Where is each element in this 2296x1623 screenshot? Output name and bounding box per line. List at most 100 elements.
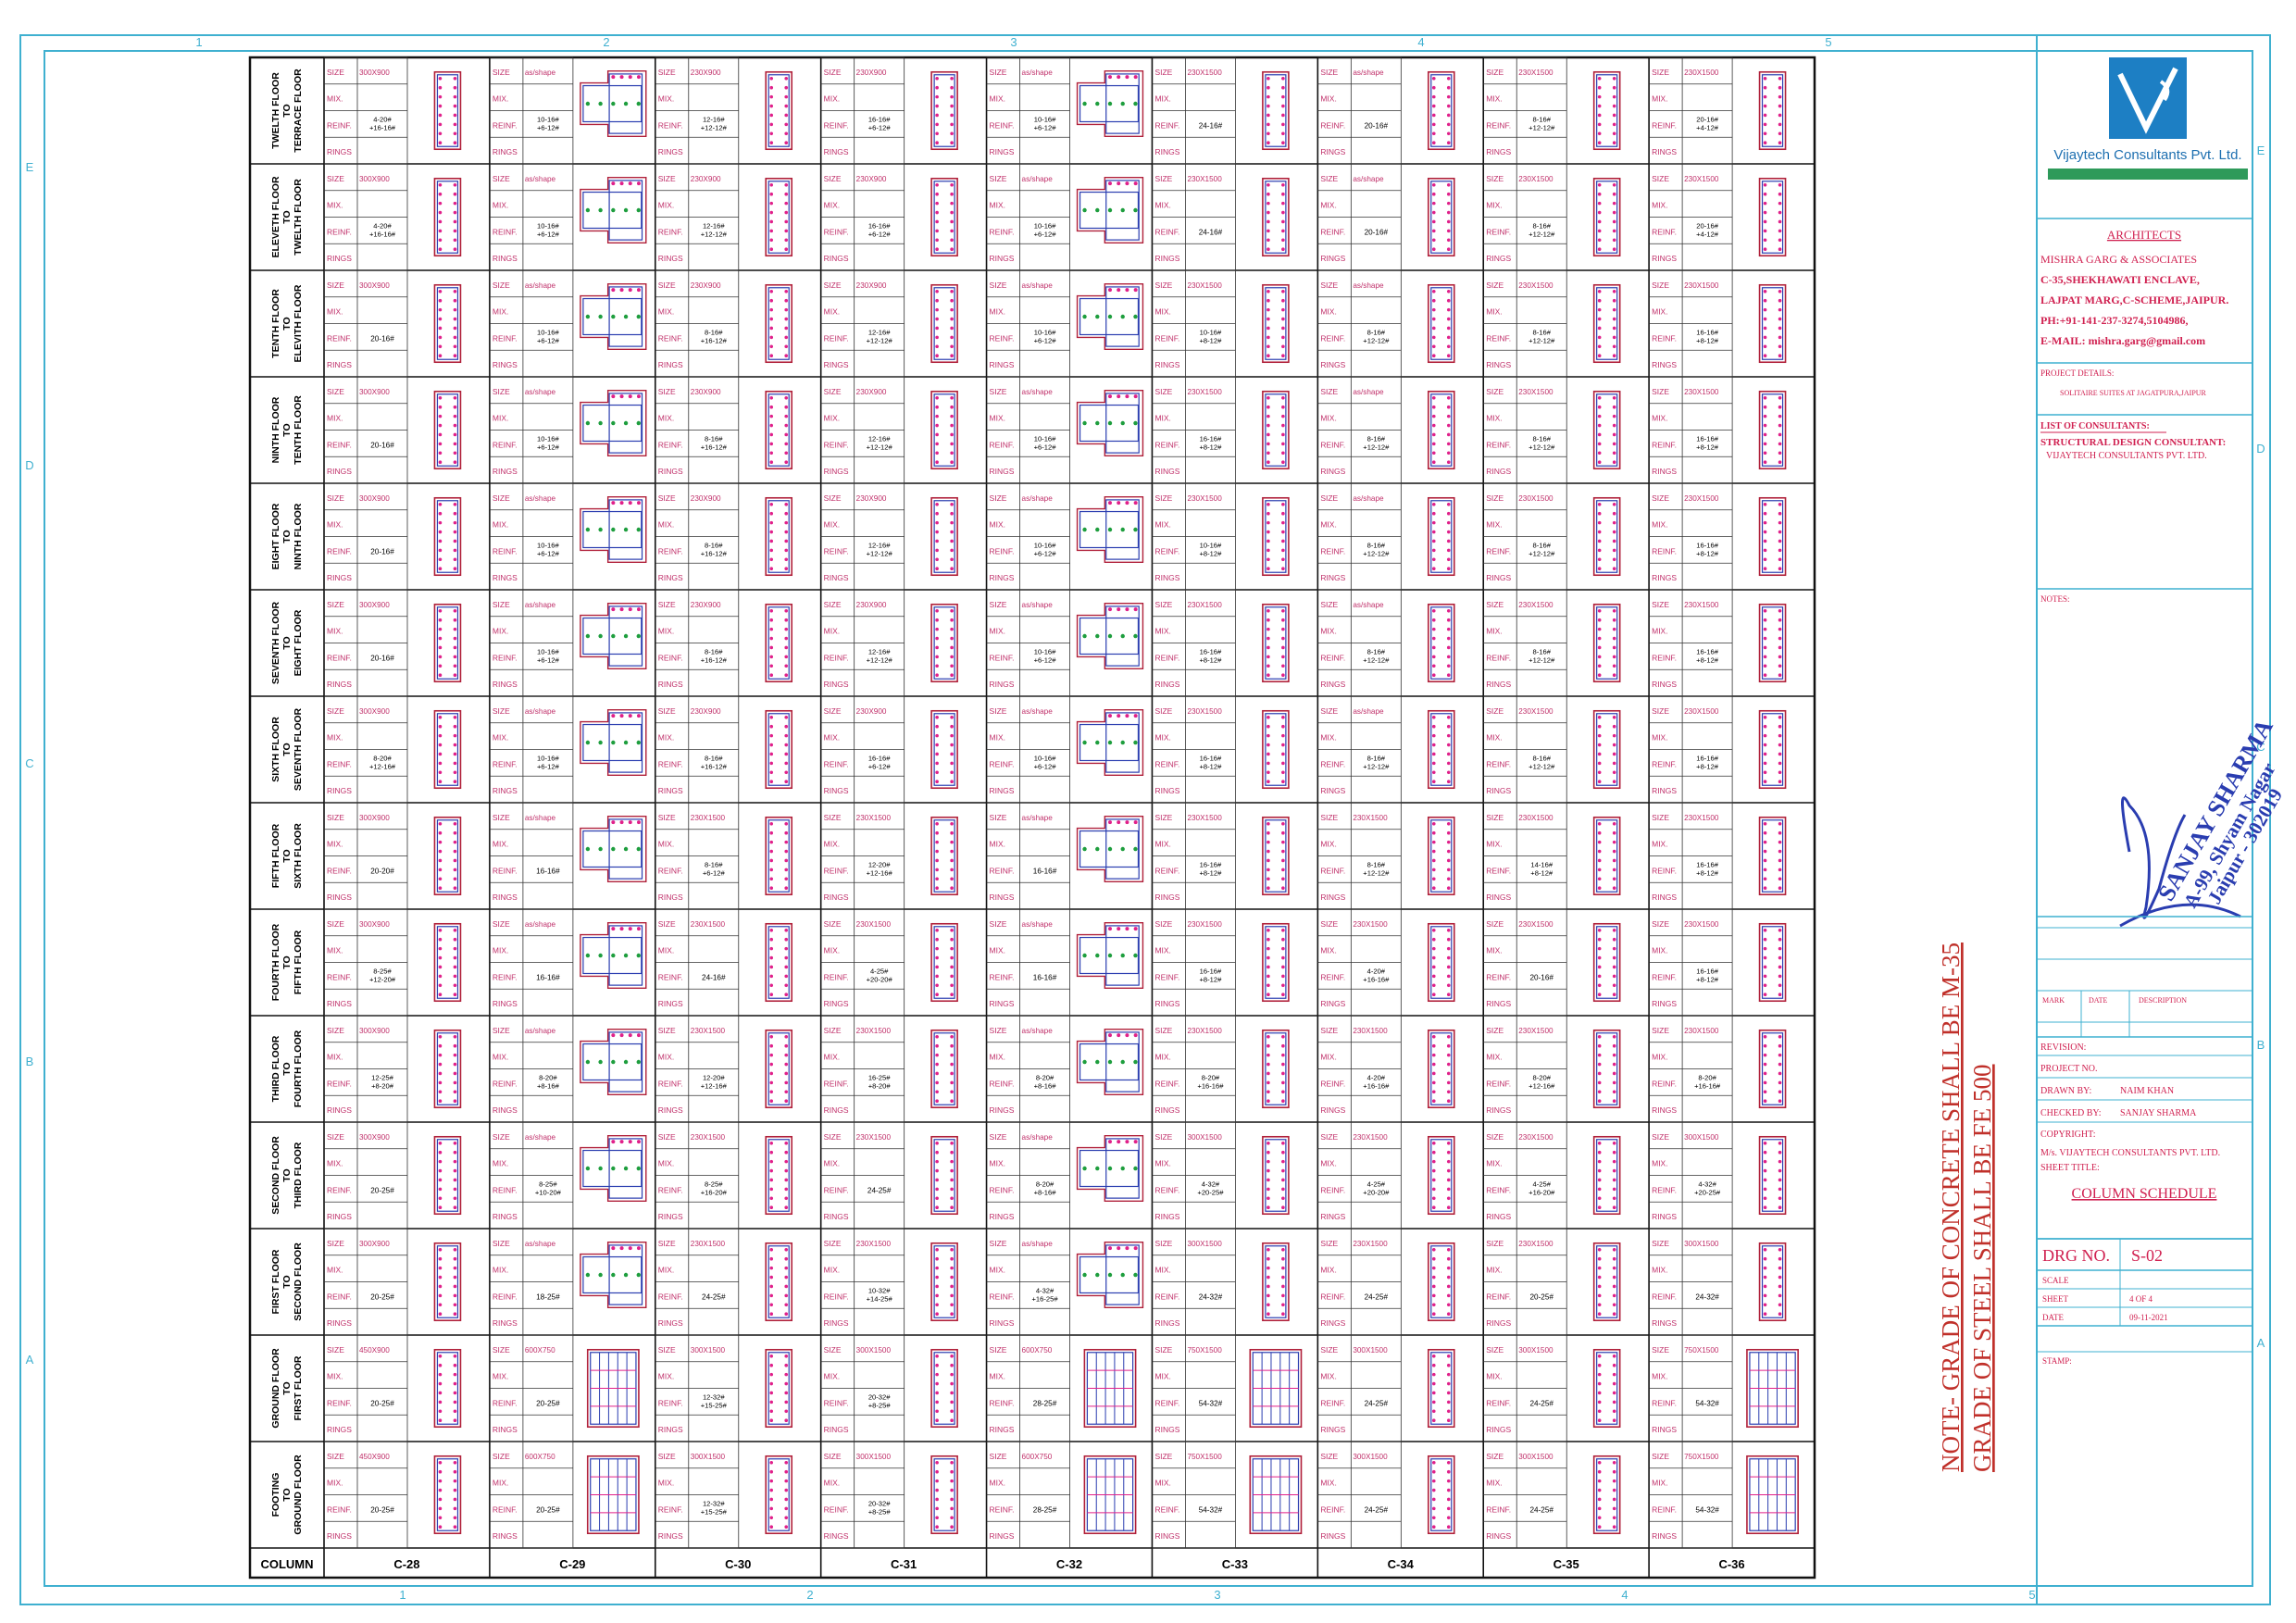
size-label: SIZE [1652, 1132, 1669, 1142]
rings-label: RINGS [327, 254, 352, 263]
size-label: SIZE [327, 1026, 344, 1035]
reinf-value: 4-25#+20-20# [1363, 1180, 1390, 1197]
mix-label: MIX. [824, 946, 840, 955]
size-label: SIZE [1652, 68, 1669, 77]
mix-label: MIX. [327, 307, 343, 317]
reinf-label: REINF. [1652, 440, 1677, 449]
reinf-value: 8-20#+16-16# [1694, 1074, 1721, 1091]
size-label: SIZE [1320, 600, 1338, 609]
reinf-value: 4-20#+16-16# [369, 222, 396, 239]
reinf-label: REINF. [493, 653, 518, 662]
size-value: 230X1500 [1187, 281, 1222, 290]
rings-label: RINGS [1154, 1105, 1179, 1115]
reinf-label: REINF. [990, 1398, 1015, 1407]
mix-label: MIX. [1652, 520, 1667, 530]
mix-label: MIX. [1154, 307, 1170, 317]
reinf-label: REINF. [990, 653, 1015, 662]
reinf-value: 4-20#+16-16# [1363, 1074, 1390, 1091]
reinf-label: REINF. [327, 866, 352, 875]
rings-label: RINGS [658, 680, 683, 689]
mix-label: MIX. [824, 733, 840, 743]
reinf-label: REINF. [990, 1079, 1015, 1088]
mix-label: MIX. [990, 1053, 1005, 1062]
size-value: 300X900 [359, 388, 390, 396]
reinf-value: 8-16#+12-12# [1363, 755, 1390, 771]
size-value: as/shape [525, 175, 556, 183]
mix-label: MIX. [1154, 201, 1170, 210]
size-value: 230X1500 [1684, 281, 1719, 290]
rings-label: RINGS [1652, 467, 1677, 476]
reinf-label: REINF. [658, 1398, 683, 1407]
reinf-value: 20-16# [1365, 228, 1389, 236]
drawn-by-label: DRAWN BY: [2040, 1086, 2091, 1096]
size-value: 230X900 [856, 601, 887, 609]
rings-label: RINGS [824, 893, 849, 902]
size-label: SIZE [824, 600, 842, 609]
reinf-value: 54-32# [1695, 1399, 1719, 1407]
reinf-label: REINF. [1320, 1398, 1345, 1407]
reinf-value: 8-16#+6-12# [703, 861, 726, 878]
size-label: SIZE [824, 919, 842, 929]
zone-number: 2 [806, 1588, 813, 1602]
size-label: SIZE [990, 1132, 1007, 1142]
rings-label: RINGS [1486, 1105, 1511, 1115]
zone-number: 5 [1825, 35, 1831, 49]
rings-label: RINGS [1652, 999, 1677, 1008]
project-details-label: PROJECT DETAILS: [2040, 368, 2114, 378]
mix-label: MIX. [1652, 1053, 1667, 1062]
size-value: as/shape [525, 814, 556, 822]
mix-label: MIX. [824, 307, 840, 317]
rings-label: RINGS [658, 1105, 683, 1115]
reinf-value: 24-25# [1529, 1505, 1554, 1514]
copyright-value: M/s. VIJAYTECH CONSULTANTS PVT. LTD. [2040, 1148, 2220, 1158]
date-value: 09-11-2021 [2129, 1313, 2168, 1322]
reinf-value: 4-32#+20-25# [1694, 1180, 1721, 1197]
rings-label: RINGS [1652, 1531, 1677, 1541]
column-header: C-31 [891, 1557, 917, 1571]
notes-label: NOTES: [2040, 594, 2070, 604]
mix-label: MIX. [990, 627, 1005, 636]
size-label: SIZE [1320, 68, 1338, 77]
size-label: SIZE [990, 1239, 1007, 1248]
reinf-value: 20-25# [370, 1399, 394, 1407]
rings-label: RINGS [493, 1318, 518, 1328]
size-value: 230X1500 [1684, 707, 1719, 716]
rings-label: RINGS [824, 786, 849, 795]
column-header: C-28 [393, 1557, 419, 1571]
reinf-label: REINF. [658, 440, 683, 449]
reinf-value: 10-16#+6-12# [1034, 435, 1057, 452]
mix-label: MIX. [658, 201, 674, 210]
mix-label: MIX. [824, 627, 840, 636]
mix-label: MIX. [493, 1159, 508, 1168]
size-label: SIZE [1154, 1452, 1172, 1461]
mix-label: MIX. [327, 201, 343, 210]
size-label: SIZE [658, 1239, 676, 1248]
size-label: SIZE [658, 1452, 676, 1461]
size-label: SIZE [1652, 600, 1669, 609]
size-label: SIZE [1652, 281, 1669, 290]
size-label: SIZE [1320, 1452, 1338, 1461]
size-label: SIZE [990, 919, 1007, 929]
rings-label: RINGS [990, 467, 1015, 476]
reinf-value: 54-32# [1199, 1505, 1223, 1514]
reinf-value: 16-16#+6-12# [868, 755, 892, 771]
date-label: DATE [2089, 996, 2108, 1005]
size-label: SIZE [1154, 174, 1172, 183]
zone-number: 3 [1214, 1588, 1220, 1602]
size-value: 750X1500 [1187, 1346, 1222, 1355]
firm-logo [2109, 57, 2187, 139]
size-label: SIZE [327, 1132, 344, 1142]
mix-label: MIX. [1320, 733, 1336, 743]
rings-label: RINGS [990, 893, 1015, 902]
